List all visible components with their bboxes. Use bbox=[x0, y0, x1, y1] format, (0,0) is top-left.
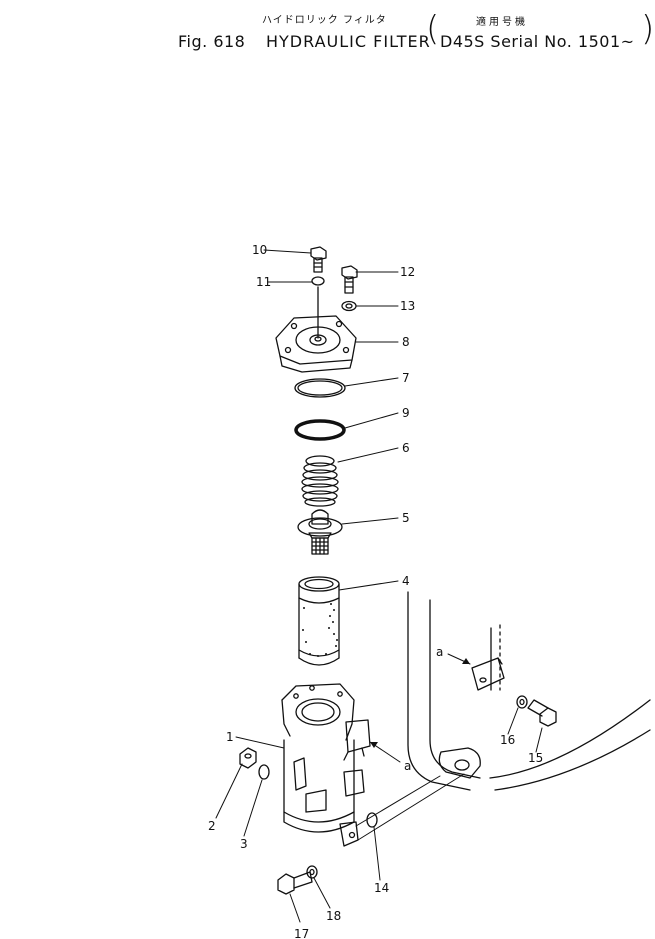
part-5-valve bbox=[297, 509, 343, 555]
title-japanese: ハイドロリック フィルタ bbox=[262, 15, 387, 26]
filter-perforation-dots bbox=[302, 603, 338, 657]
part-12-bolt bbox=[341, 265, 358, 294]
arrow-a1 bbox=[370, 742, 378, 748]
callout-a-tank: a bbox=[436, 645, 443, 659]
paren-close: ) bbox=[641, 9, 655, 49]
callout-13: 13 bbox=[400, 299, 415, 313]
part-13-washer bbox=[341, 300, 357, 312]
callout-9: 9 bbox=[402, 406, 410, 420]
callout-10: 10 bbox=[252, 243, 267, 257]
callout-7: 7 bbox=[402, 371, 410, 385]
part-10-bolt bbox=[310, 246, 327, 273]
arrow-a2 bbox=[462, 658, 470, 664]
part-18-washer bbox=[306, 865, 318, 879]
part-8-cover bbox=[275, 315, 357, 373]
callout-5: 5 bbox=[402, 511, 410, 525]
callout-3: 3 bbox=[240, 837, 248, 851]
part-6-spring bbox=[301, 455, 339, 507]
part-17-bolt bbox=[277, 871, 313, 895]
part-15-bolt bbox=[527, 699, 557, 727]
callout-15: 15 bbox=[528, 751, 543, 765]
figure-header: Fig. 618 ハイドロリック フィルタ HYDRAULIC FILTER (… bbox=[0, 0, 655, 80]
callout-4: 4 bbox=[402, 574, 410, 588]
tank-port-flange bbox=[438, 747, 481, 779]
callout-8: 8 bbox=[402, 335, 410, 349]
part-14-o-ring bbox=[366, 812, 378, 828]
callout-11: 11 bbox=[256, 275, 271, 289]
callout-16: 16 bbox=[500, 733, 515, 747]
leader-lines bbox=[215, 249, 543, 923]
callout-17: 17 bbox=[294, 927, 309, 939]
serial-label-japanese: 適用号機 bbox=[476, 17, 528, 28]
part-1-filter-case bbox=[281, 683, 371, 847]
part-2-plug bbox=[239, 747, 257, 769]
callout-a-case: a bbox=[404, 759, 411, 773]
title-english: HYDRAULIC FILTER bbox=[266, 32, 431, 51]
tank-bracket bbox=[471, 657, 505, 691]
figure-number: Fig. 618 bbox=[178, 32, 246, 51]
part-7-ring bbox=[294, 378, 346, 398]
paren-open: ( bbox=[426, 9, 440, 49]
callout-6: 6 bbox=[402, 441, 410, 455]
part-11-o-ring bbox=[311, 276, 325, 286]
part-9-o-ring bbox=[294, 419, 346, 441]
part-3-o-ring bbox=[258, 764, 270, 780]
callout-14: 14 bbox=[374, 881, 389, 895]
callout-18: 18 bbox=[326, 909, 341, 923]
serial-label-english: D45S Serial No. 1501~ bbox=[440, 32, 635, 51]
callout-2: 2 bbox=[208, 819, 216, 833]
part-16-washer bbox=[516, 695, 528, 709]
callout-12: 12 bbox=[400, 265, 415, 279]
callout-1: 1 bbox=[226, 730, 234, 744]
tank-outline bbox=[407, 591, 651, 791]
